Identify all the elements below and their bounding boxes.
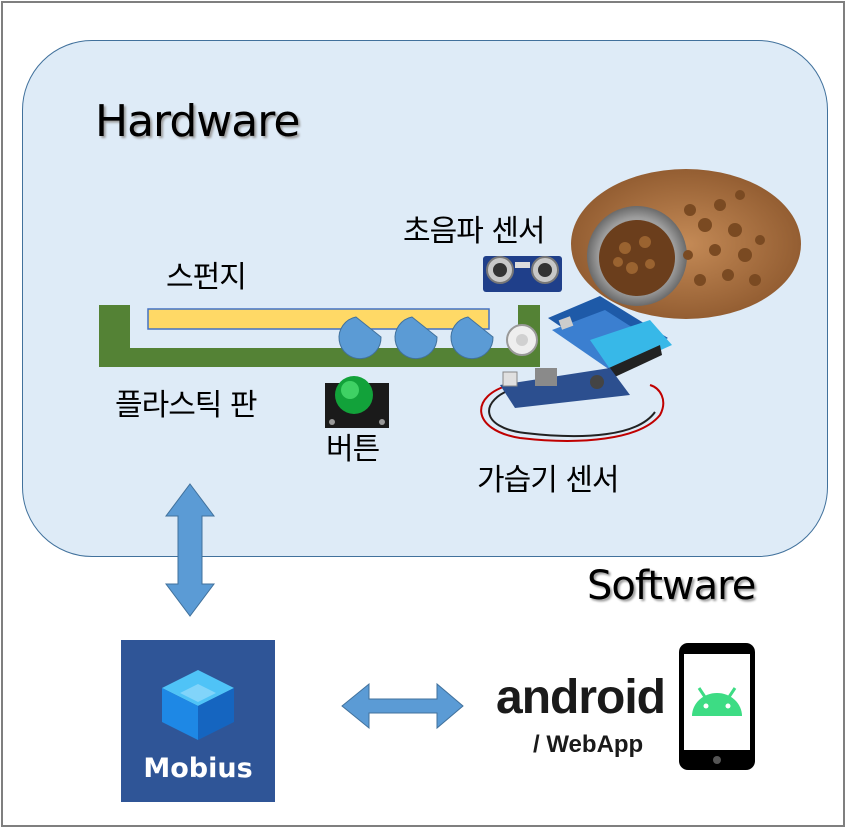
water-drop xyxy=(338,316,382,360)
dog-food-image xyxy=(571,169,801,319)
android-label: android xyxy=(496,671,666,724)
ultrasonic-sensor-image xyxy=(483,256,562,292)
water-drop xyxy=(394,316,438,360)
mobius-logo: Mobius xyxy=(121,640,275,802)
webapp-label: / WebApp xyxy=(533,731,644,758)
hardware-title: Hardware xyxy=(95,96,300,147)
humidity-sensor-label: 가습기 센서 xyxy=(477,463,620,498)
water-drop xyxy=(450,316,494,360)
button-label: 버튼 xyxy=(326,432,380,467)
water-drops xyxy=(338,316,494,360)
hardware-mobius-arrow xyxy=(165,483,215,617)
smartphone-icon xyxy=(679,643,755,770)
android-robot-icon xyxy=(692,687,742,716)
mobius-label: Mobius xyxy=(143,753,253,784)
arduino-board-image xyxy=(548,296,672,382)
push-button-image xyxy=(325,376,389,428)
sponge-bar xyxy=(147,308,490,330)
humidity-sensor-image xyxy=(480,324,665,442)
mobius-android-arrow xyxy=(341,682,464,730)
sponge-label: 스펀지 xyxy=(166,260,247,295)
software-title: Software xyxy=(587,563,756,609)
plastic-plate-label: 플라스틱 판 xyxy=(115,388,258,423)
ultrasonic-sensor-label: 초음파 센서 xyxy=(403,214,546,249)
mobius-cube-icon xyxy=(162,670,234,740)
